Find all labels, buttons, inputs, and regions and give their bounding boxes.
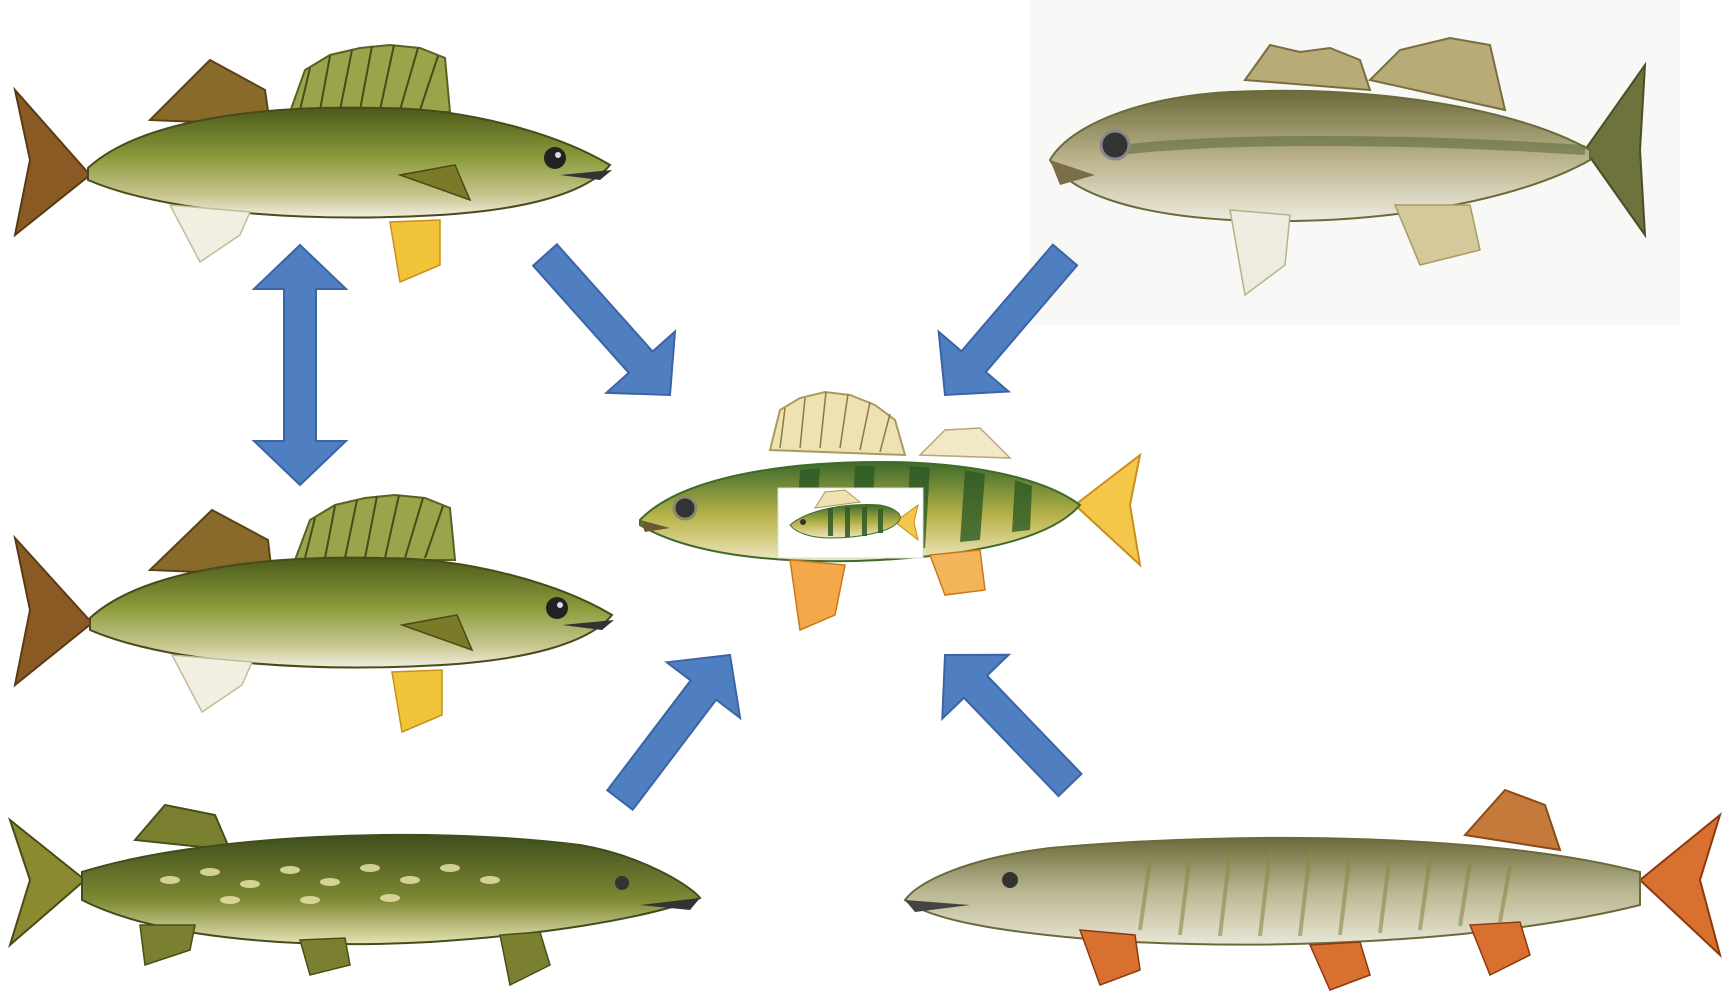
northern-pike	[10, 805, 700, 985]
bass-fish-icon	[1050, 38, 1645, 295]
walleye-fish-icon	[15, 495, 614, 732]
muskellunge	[905, 790, 1720, 990]
largemouth-bass	[1050, 38, 1645, 295]
arrow-muskellunge-to-yellow-perch	[942, 655, 1081, 796]
pike-fish-icon	[10, 805, 700, 985]
walleye-top	[15, 45, 612, 282]
perch-fish-icon	[640, 392, 1140, 630]
arrow-largemouth-bass-to-yellow-perch	[939, 245, 1077, 395]
arrow-walleye-top-to-yellow-perch	[533, 244, 675, 395]
yellow-perch	[640, 392, 1140, 630]
arrow-walleye-top-to-walleye-middle	[254, 245, 346, 485]
arrow-northern-pike-to-yellow-perch	[607, 655, 740, 810]
walleye-middle	[15, 495, 614, 732]
walleye-fish-icon	[15, 45, 612, 282]
muskie-fish-icon	[905, 790, 1720, 990]
